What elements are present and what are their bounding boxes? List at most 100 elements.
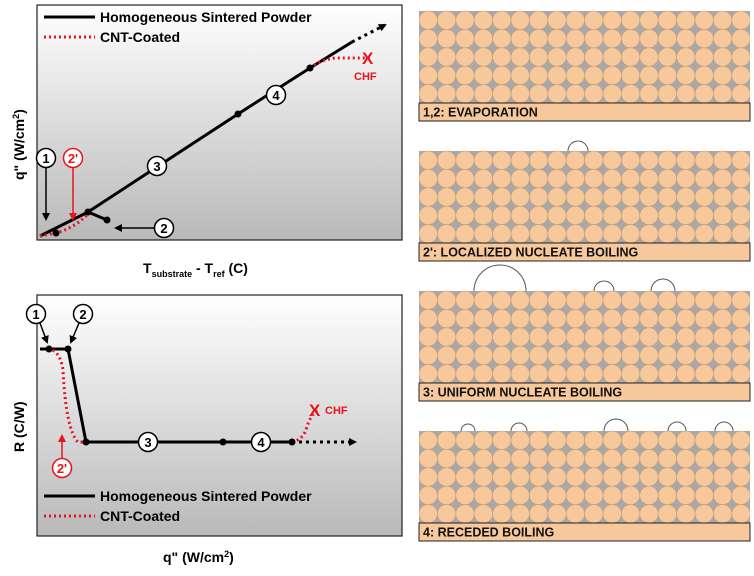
powder-particle <box>749 476 750 478</box>
powder-particle <box>621 327 641 347</box>
vapor-bubble <box>603 418 629 432</box>
powder-particle <box>419 205 438 225</box>
powder-particle <box>565 449 585 469</box>
powder-particle <box>473 327 493 347</box>
powder-particle <box>602 10 622 30</box>
powder-particle <box>749 439 750 442</box>
marker-2prime: 2' <box>51 434 73 479</box>
powder-particle <box>473 467 493 487</box>
powder-particle <box>713 10 733 30</box>
powder-particle <box>749 37 750 40</box>
powder-particle <box>749 196 750 198</box>
powder-particle <box>473 309 493 329</box>
powder-particle <box>510 65 530 85</box>
powder-particle <box>419 84 438 104</box>
powder-particle <box>529 84 549 104</box>
powder-particle <box>419 345 438 365</box>
powder-particle <box>731 187 750 207</box>
powder-particle <box>713 345 733 365</box>
powder-particle <box>694 309 714 329</box>
powder-particle <box>639 309 659 329</box>
powder-particle <box>639 10 659 30</box>
powder-particle <box>455 187 475 207</box>
powder-particle <box>676 150 696 170</box>
powder-particle <box>602 47 622 67</box>
powder-particle <box>713 47 733 67</box>
powder-particle <box>492 290 512 310</box>
powder-particle <box>419 169 438 189</box>
powder-particle <box>731 47 750 67</box>
powder-particle <box>639 290 659 310</box>
particle-field <box>419 430 750 524</box>
powder-particle <box>731 65 750 85</box>
powder-particle <box>510 169 530 189</box>
powder-particle <box>455 169 475 189</box>
powder-particle <box>437 29 457 49</box>
powder-particle <box>731 224 750 244</box>
powder-particle <box>749 457 750 460</box>
powder-particle <box>473 205 493 225</box>
powder-particle <box>749 354 750 357</box>
powder-particle <box>584 29 604 49</box>
powder-particle <box>419 430 438 450</box>
powder-particle <box>657 345 677 365</box>
powder-particle <box>621 309 641 329</box>
marker-4: 4 <box>265 84 287 106</box>
powder-particle <box>473 345 493 365</box>
powder-particle <box>565 10 585 30</box>
powder-particle <box>419 504 438 524</box>
powder-particle <box>731 449 750 469</box>
powder-particle <box>621 10 641 30</box>
panel-caption-bar <box>418 242 751 262</box>
powder-particle <box>492 84 512 104</box>
powder-particle <box>510 47 530 67</box>
powder-particle <box>676 504 696 524</box>
powder-particle <box>584 449 604 469</box>
homogeneous-curve <box>40 347 292 444</box>
powder-particle <box>529 364 549 384</box>
powder-particle <box>419 485 438 505</box>
powder-particle <box>510 150 530 170</box>
powder-particle <box>713 309 733 329</box>
powder-particle <box>621 224 641 244</box>
powder-particle <box>602 290 622 310</box>
powder-particle <box>437 47 457 67</box>
powder-particle <box>621 150 641 170</box>
powder-particle <box>565 327 585 347</box>
vapor-bubble <box>460 423 476 432</box>
powder-particle <box>584 205 604 225</box>
powder-particle <box>419 309 438 329</box>
powder-particle <box>492 47 512 67</box>
powder-particle <box>565 169 585 189</box>
powder-particle <box>694 84 714 104</box>
powder-particle <box>529 485 549 505</box>
powder-particle <box>602 224 622 244</box>
powder-particle <box>602 345 622 365</box>
svg-text:1: 1 <box>42 151 49 166</box>
powder-particle <box>621 485 641 505</box>
powder-particle <box>547 430 567 450</box>
top-plot: Homogeneous Sintered Powder CNT-Coated X… <box>11 4 403 279</box>
data-point <box>219 438 227 446</box>
panel-caption-bar <box>418 102 751 122</box>
powder-particle <box>584 65 604 85</box>
powder-particle <box>639 169 659 189</box>
powder-particle <box>602 205 622 225</box>
powder-particle <box>584 47 604 67</box>
powder-particle <box>492 485 512 505</box>
powder-particle <box>657 10 677 30</box>
powder-particle <box>657 309 677 329</box>
powder-particle <box>657 47 677 67</box>
powder-particle <box>437 327 457 347</box>
powder-particle <box>529 290 549 310</box>
powder-particle <box>455 84 475 104</box>
powder-particle <box>676 345 696 365</box>
powder-particle <box>455 345 475 365</box>
panel-caption: 1,2: EVAPORATION <box>423 106 538 120</box>
powder-particle <box>639 485 659 505</box>
powder-particle <box>621 65 641 85</box>
svg-text:2': 2' <box>68 151 78 166</box>
powder-particle <box>584 309 604 329</box>
powder-particle <box>602 327 622 347</box>
